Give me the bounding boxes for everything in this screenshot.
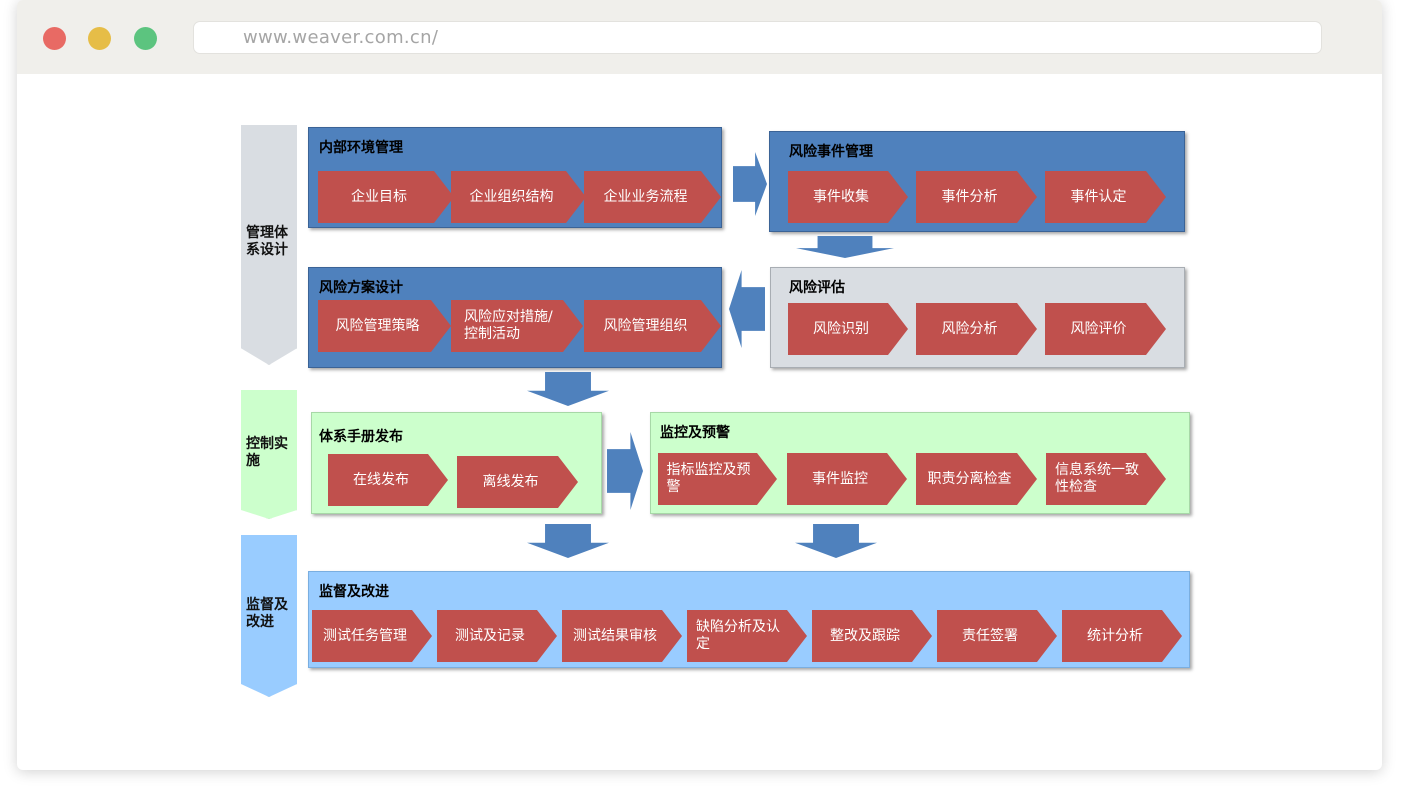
- flow-arrow-left: [729, 270, 765, 348]
- flow-arrow-right: [733, 152, 767, 216]
- step-chevron: 企业组织结构: [451, 171, 586, 223]
- close-window-button[interactable]: [43, 27, 66, 50]
- step-chevron: 职责分离检查: [916, 453, 1037, 505]
- step-chevron: 事件监控: [787, 453, 907, 505]
- box-title: 体系手册发布: [319, 429, 403, 445]
- step-chevron: 风险识别: [788, 303, 908, 355]
- step-chevron: 测试结果审核: [562, 610, 682, 662]
- minimize-window-button[interactable]: [88, 27, 111, 50]
- box-title: 监控及预警: [660, 425, 730, 441]
- step-chevron: 风险管理组织: [584, 300, 721, 352]
- lane-implementation-label: 控制实施: [246, 436, 288, 469]
- step-chevron: 缺陷分析及认定: [687, 610, 807, 662]
- box-title: 风险评估: [789, 280, 845, 296]
- step-chevron: 信息系统一致性检查: [1046, 453, 1166, 505]
- lane-implementation: [241, 390, 297, 519]
- step-chevron: 统计分析: [1062, 610, 1182, 662]
- step-chevron: 测试及记录: [437, 610, 557, 662]
- step-chevron: 风险应对措施/控制活动: [451, 300, 583, 352]
- address-url: www.weaver.com.cn/: [243, 27, 439, 48]
- flow-arrow-down: [795, 524, 877, 558]
- step-chevron: 指标监控及预警: [658, 453, 777, 505]
- step-chevron: 责任签署: [937, 610, 1057, 662]
- step-chevron: 风险分析: [916, 303, 1037, 355]
- box-title: 风险事件管理: [789, 144, 873, 160]
- flow-arrow-down: [527, 524, 609, 558]
- step-chevron: 整改及跟踪: [812, 610, 932, 662]
- step-chevron: 测试任务管理: [312, 610, 432, 662]
- lane-supervision: [241, 535, 297, 697]
- step-chevron: 企业业务流程: [584, 171, 721, 223]
- address-bar[interactable]: www.weaver.com.cn/: [193, 21, 1322, 54]
- step-chevron: 在线发布: [328, 454, 448, 506]
- lane-design-label: 管理体系设计: [246, 225, 288, 258]
- step-chevron: 事件收集: [788, 171, 908, 223]
- maximize-window-button[interactable]: [134, 27, 157, 50]
- step-chevron: 风险管理策略: [318, 300, 451, 352]
- lane-supervision-label: 监督及改进: [246, 597, 288, 630]
- flow-arrow-down: [796, 236, 894, 258]
- step-chevron: 风险评价: [1045, 303, 1166, 355]
- step-chevron: 离线发布: [457, 456, 578, 508]
- flow-arrow-down: [527, 372, 609, 406]
- step-chevron: 事件认定: [1045, 171, 1166, 223]
- step-chevron: 事件分析: [916, 171, 1037, 223]
- step-chevron: 企业目标: [318, 171, 454, 223]
- lane-design: [241, 125, 297, 365]
- flow-arrow-right: [607, 432, 643, 510]
- box-title: 监督及改进: [319, 584, 389, 600]
- box-title: 内部环境管理: [319, 140, 403, 156]
- browser-titlebar: www.weaver.com.cn/: [17, 0, 1382, 74]
- box-title: 风险方案设计: [319, 280, 403, 296]
